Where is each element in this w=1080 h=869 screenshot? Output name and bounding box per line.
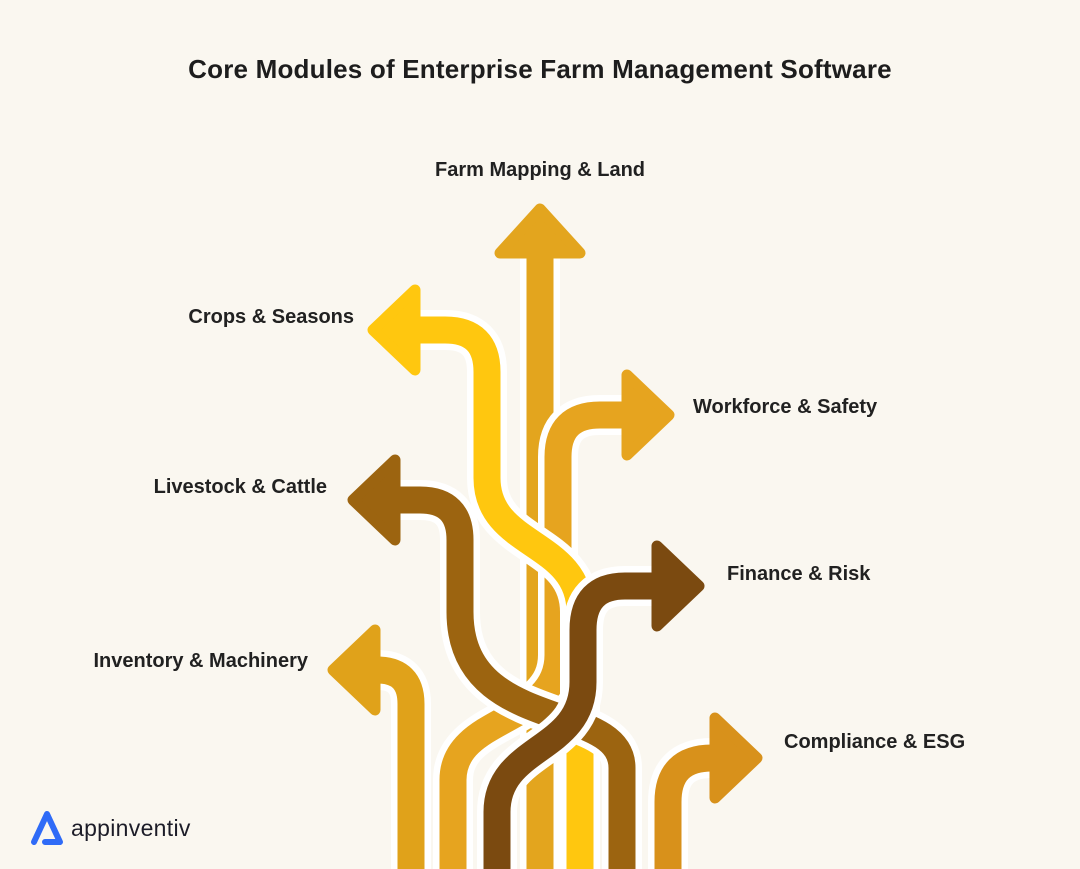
brand-logo: appinventiv	[30, 810, 191, 846]
arrowhead-left-icon	[367, 284, 421, 376]
arrowhead-left-icon	[327, 624, 381, 716]
label-finance-risk: Finance & Risk	[727, 563, 871, 585]
label-farm-mapping-land: Farm Mapping & Land	[435, 159, 645, 181]
label-livestock-cattle: Livestock & Cattle	[153, 476, 327, 498]
label-workforce-safety: Workforce & Safety	[693, 396, 878, 418]
finance-risk-arrow	[477, 540, 705, 869]
appinventiv-triangle-icon	[31, 811, 63, 845]
compliance-esg-arrow	[648, 712, 763, 869]
label-compliance-esg: Compliance & ESG	[784, 731, 966, 753]
arrowhead-right-icon	[651, 540, 705, 632]
brand-name: appinventiv	[71, 814, 191, 841]
inventory-machinery-arrow	[327, 624, 431, 869]
arrowhead-up-icon	[494, 203, 586, 259]
livestock-cattle-arrow	[347, 454, 642, 869]
arrowhead-right-icon	[709, 712, 763, 804]
label-crops-seasons: Crops & Seasons	[188, 306, 354, 328]
label-inventory-machinery: Inventory & Machinery	[93, 650, 308, 672]
arrowhead-right-icon	[621, 369, 675, 461]
workforce-safety-arrow	[433, 369, 675, 869]
arrowhead-left-icon	[347, 454, 401, 546]
crops-seasons-arrow	[367, 284, 600, 869]
page-title: Core Modules of Enterprise Farm Manageme…	[188, 54, 892, 84]
